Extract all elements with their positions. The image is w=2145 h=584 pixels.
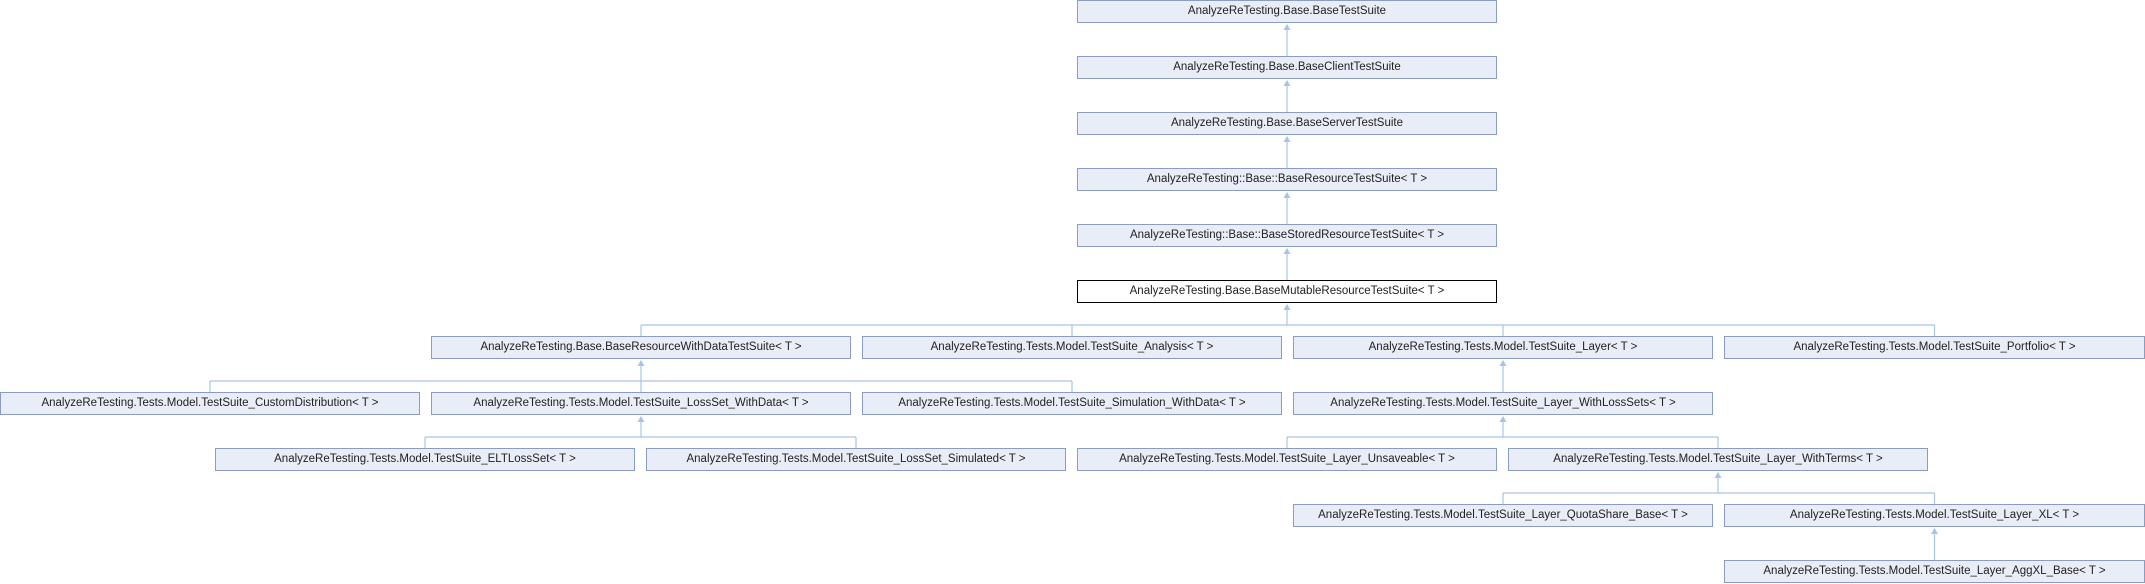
node-test-suite-simulation-withdata[interactable]: AnalyzeReTesting.Tests.Model.TestSuite_S… <box>862 392 1282 415</box>
arrowhead-base-mutable <box>1283 304 1291 310</box>
node-test-suite-layer-quotashare-base[interactable]: AnalyzeReTesting.Tests.Model.TestSuite_L… <box>1293 504 1713 527</box>
node-test-suite-analysis[interactable]: AnalyzeReTesting.Tests.Model.TestSuite_A… <box>862 336 1282 359</box>
node-test-suite-layer[interactable]: AnalyzeReTesting.Tests.Model.TestSuite_L… <box>1293 336 1713 359</box>
node-test-suite-custom-distribution[interactable]: AnalyzeReTesting.Tests.Model.TestSuite_C… <box>0 392 420 415</box>
arrowhead-layer <box>1499 360 1507 366</box>
arrowhead-base-resource-with-data <box>637 360 645 366</box>
arrowhead-layer-xl <box>1931 528 1938 534</box>
node-test-suite-lossset-withdata[interactable]: AnalyzeReTesting.Tests.Model.TestSuite_L… <box>431 392 851 415</box>
arrowhead-base-client <box>1283 80 1291 86</box>
node-test-suite-layer-xl[interactable]: AnalyzeReTesting.Tests.Model.TestSuite_L… <box>1724 504 2145 527</box>
node-base-resource-with-data-test-suite[interactable]: AnalyzeReTesting.Base.BaseResourceWithDa… <box>431 336 851 359</box>
arrowhead-layer-withterms <box>1714 472 1722 478</box>
arrowhead-base-server <box>1283 136 1291 142</box>
node-base-test-suite[interactable]: AnalyzeReTesting.Base.BaseTestSuite <box>1077 0 1497 23</box>
node-test-suite-layer-withlosssets[interactable]: AnalyzeReTesting.Tests.Model.TestSuite_L… <box>1293 392 1713 415</box>
node-test-suite-layer-withterms[interactable]: AnalyzeReTesting.Tests.Model.TestSuite_L… <box>1508 448 1928 471</box>
node-base-resource-test-suite[interactable]: AnalyzeReTesting::Base::BaseResourceTest… <box>1077 168 1497 191</box>
arrowhead-layer-withlosssets <box>1499 416 1507 422</box>
node-base-client-test-suite[interactable]: AnalyzeReTesting.Base.BaseClientTestSuit… <box>1077 56 1497 79</box>
arrowhead-base-stored <box>1283 248 1291 254</box>
node-test-suite-elt-lossset[interactable]: AnalyzeReTesting.Tests.Model.TestSuite_E… <box>215 448 635 471</box>
node-test-suite-layer-aggxl-base[interactable]: AnalyzeReTesting.Tests.Model.TestSuite_L… <box>1724 560 2145 583</box>
arrowhead-base-test-suite <box>1283 24 1291 30</box>
node-test-suite-portfolio[interactable]: AnalyzeReTesting.Tests.Model.TestSuite_P… <box>1724 336 2145 359</box>
node-base-mutable-resource-test-suite: AnalyzeReTesting.Base.BaseMutableResourc… <box>1077 280 1497 303</box>
node-base-server-test-suite[interactable]: AnalyzeReTesting.Base.BaseServerTestSuit… <box>1077 112 1497 135</box>
node-test-suite-lossset-simulated[interactable]: AnalyzeReTesting.Tests.Model.TestSuite_L… <box>646 448 1066 471</box>
node-test-suite-layer-unsaveable[interactable]: AnalyzeReTesting.Tests.Model.TestSuite_L… <box>1077 448 1497 471</box>
node-base-stored-resource-test-suite[interactable]: AnalyzeReTesting::Base::BaseStoredResour… <box>1077 224 1497 247</box>
arrowhead-lossset-withdata <box>637 416 645 422</box>
arrowhead-base-resource <box>1283 192 1291 198</box>
